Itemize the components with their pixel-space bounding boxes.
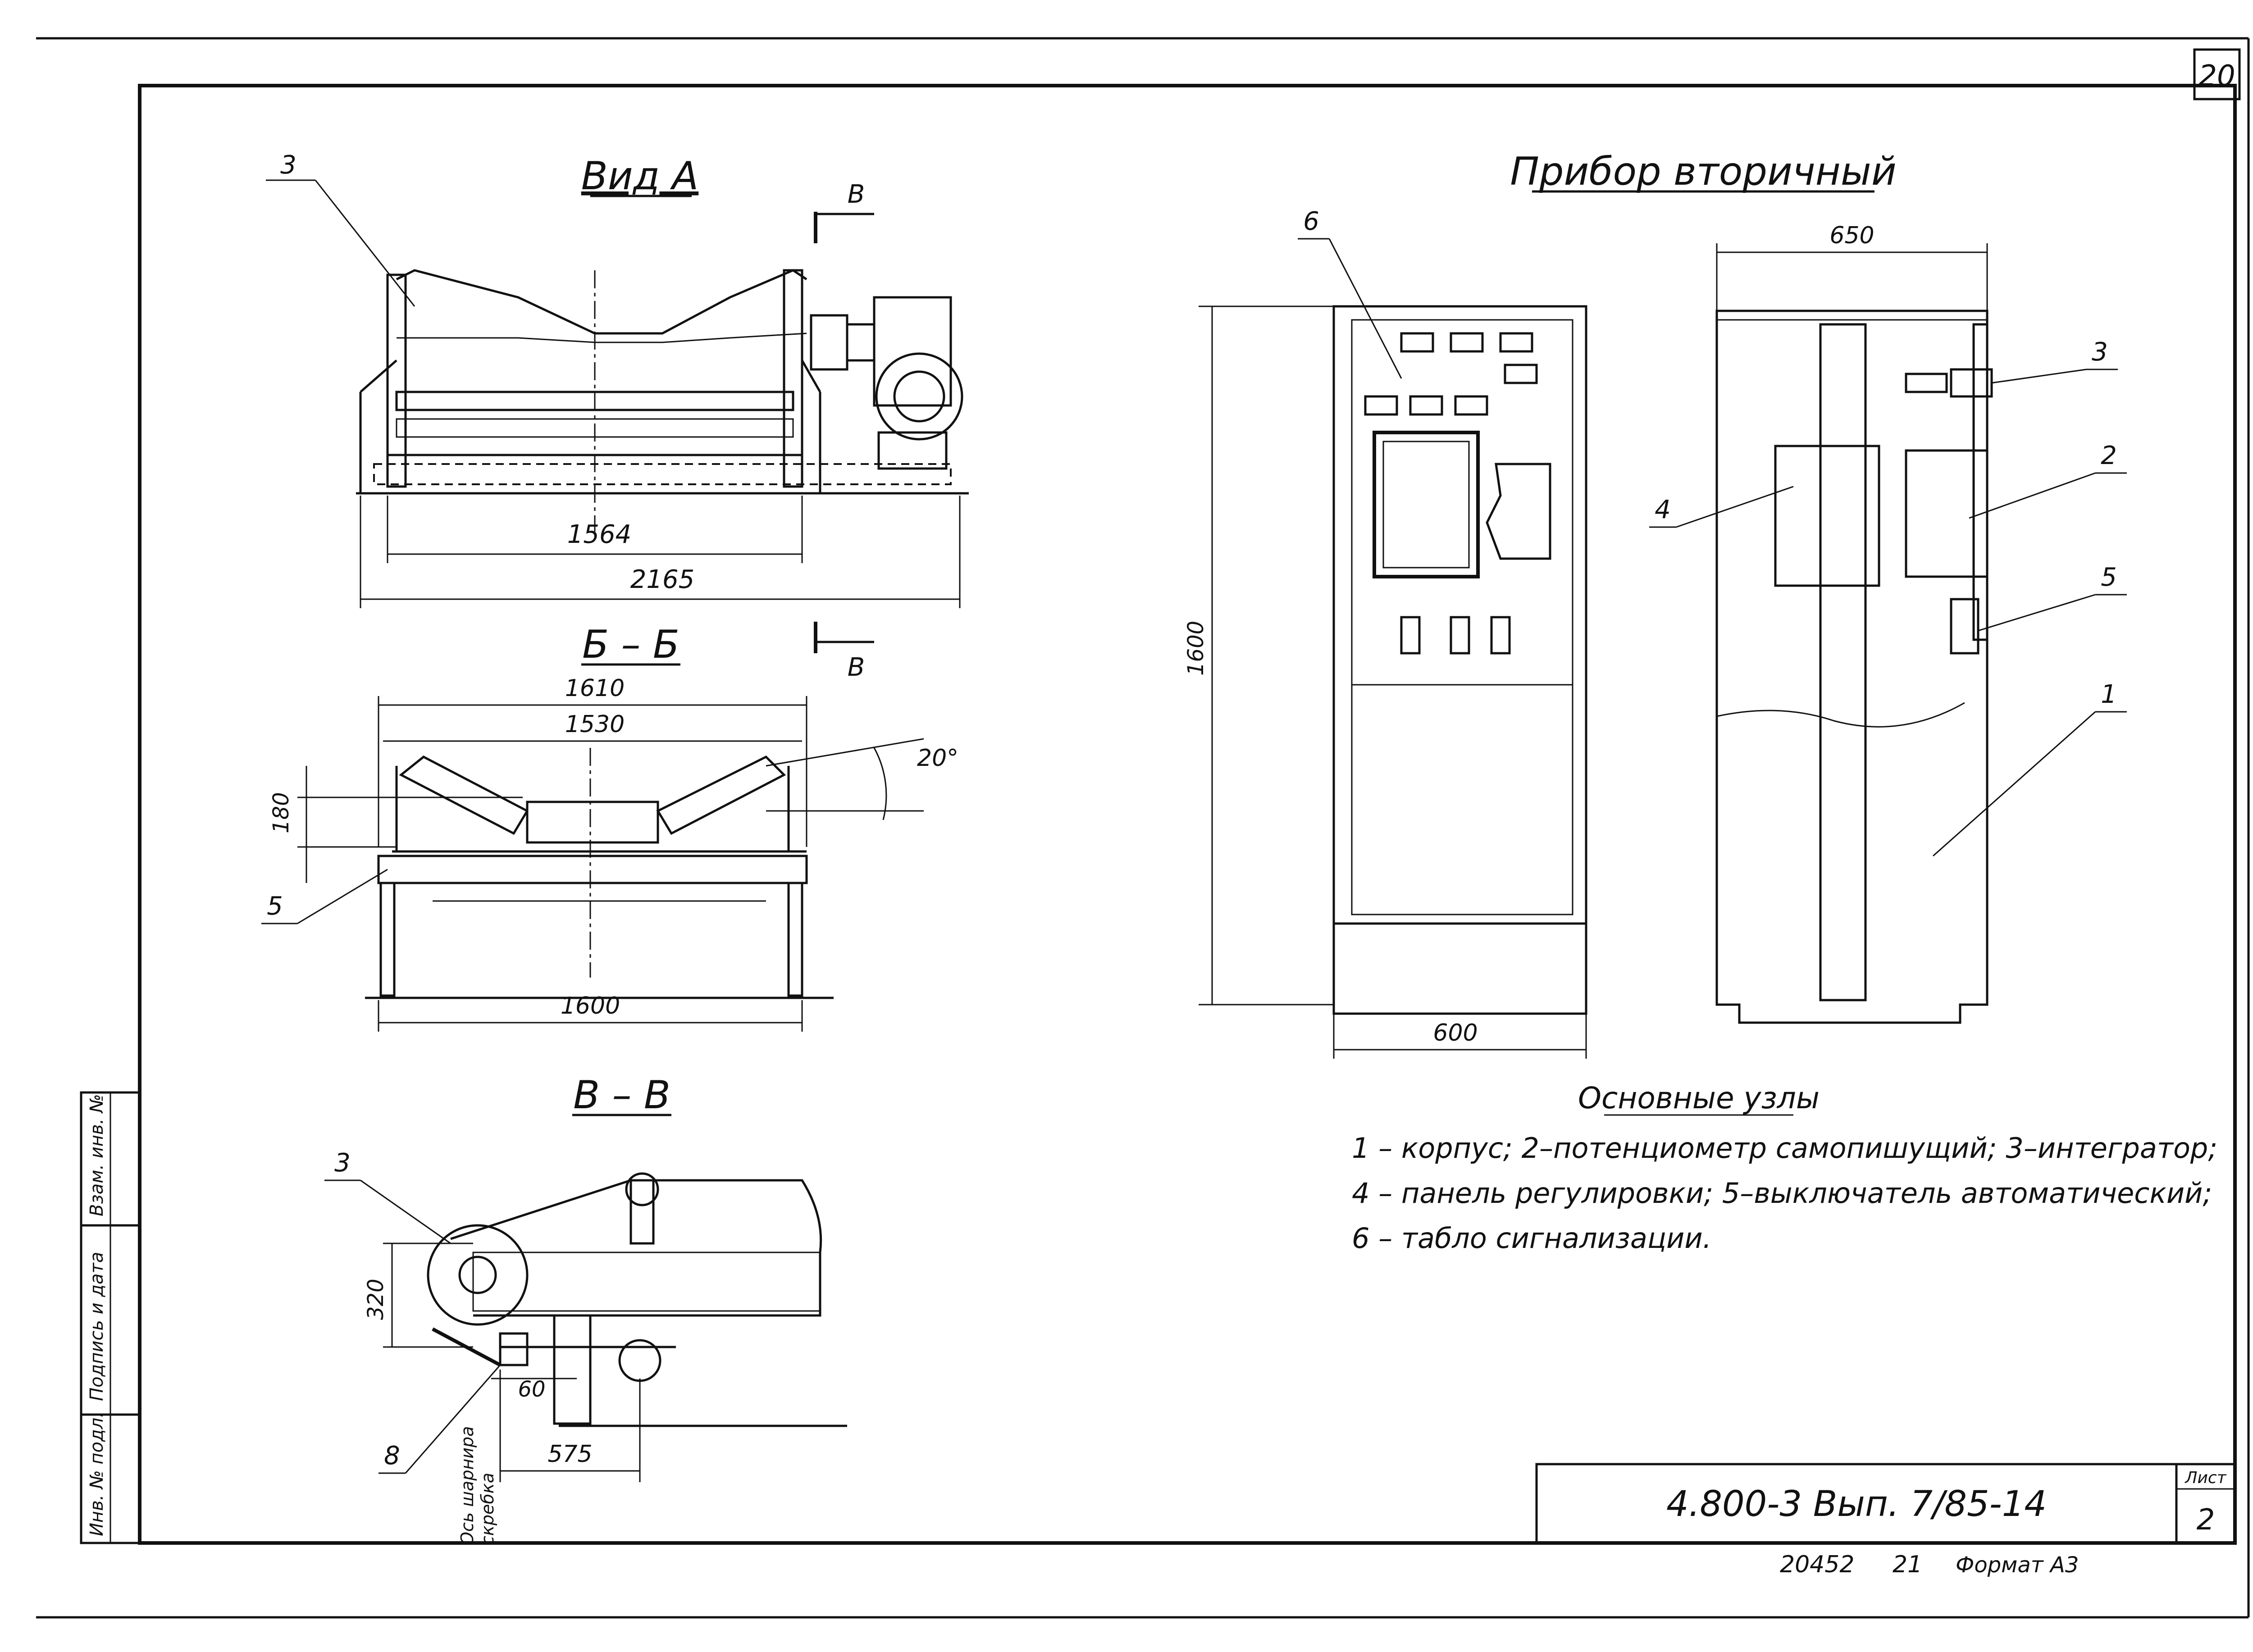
section-bb-dim-top: 1610 [565, 675, 625, 702]
legend-line-1: 1 – корпус; 2–потенциометр самопишущий; … [1352, 1132, 2217, 1165]
section-vv: В – В 320 60 575 3 8 [324, 1073, 847, 1545]
section-vv-dim-small: 60 [518, 1377, 545, 1402]
device-dim-height: 1600 [1183, 621, 1209, 676]
section-bb-title: Б – Б [582, 622, 680, 667]
section-bb-dim-height: 180 [269, 792, 294, 833]
view-a-section-mark-top: В [848, 180, 865, 209]
view-a-dim-outer: 2165 [630, 565, 695, 594]
device-dim-width-front: 600 [1433, 1019, 1478, 1047]
device-side-callout-1: 1 [2101, 680, 2117, 709]
device-front [1332, 305, 1587, 1015]
legend-title: Основные узлы [1578, 1081, 1820, 1115]
section-bb-callout: 5 [267, 892, 283, 921]
section-bb-dim-second: 1530 [565, 711, 625, 738]
side-label-replace: Взам. инв. № [87, 1094, 107, 1216]
section-vv-title: В – В [573, 1073, 670, 1118]
page-number: 20 [2198, 59, 2235, 93]
device-side-callout-5: 5 [2101, 563, 2117, 592]
section-bb: Б – Б 1610 1530 180 20° 5 [261, 622, 958, 1032]
list-label: Лист [2184, 1469, 2226, 1487]
view-a: Вид А 3 1564 [266, 150, 969, 682]
doc-code: 4.800-3 Вып. 7/85-14 [1666, 1484, 2047, 1525]
side-label-inv: Инв. № подл. [87, 1412, 107, 1536]
view-a-callout: 3 [280, 150, 296, 180]
device-side-callout-3: 3 [2092, 337, 2108, 367]
legend: Основные узлы 1 – корпус; 2–потенциометр… [1352, 1081, 2217, 1255]
device-dim-width-side: 650 [1829, 222, 1874, 249]
section-bb-angle: 20° [917, 745, 958, 772]
section-vv-axis-label-2: скребка [478, 1473, 497, 1545]
section-vv-callout-top: 3 [334, 1148, 351, 1178]
list-number: 2 [2197, 1503, 2215, 1537]
section-bb-dim-bottom: 1600 [561, 992, 620, 1019]
legend-line-3: 6 – табло сигнализации. [1352, 1222, 1711, 1255]
page-number-box [2193, 48, 2241, 100]
view-a-section-mark-bottom: В [848, 653, 865, 682]
device-side-callout-2: 2 [2101, 441, 2117, 470]
device-side [1715, 309, 1988, 1024]
view-a-dim-inner: 1564 [567, 520, 632, 549]
device-side-callout-4: 4 [1655, 495, 1671, 524]
section-vv-axis-label-1: Ось шарнира [457, 1426, 477, 1545]
device-title: Прибор вторичный [1510, 149, 1896, 194]
side-strip: Инв. № подл. Подпись и дата Взам. инв. № [80, 1091, 141, 1544]
footer-number-2: 21 [1893, 1551, 1922, 1578]
view-a-title: Вид А [581, 154, 699, 199]
title-block: 4.800-3 Вып. 7/85-14 Лист 2 20452 21 Фор… [1535, 1463, 2236, 1578]
section-vv-dim-span: 575 [547, 1441, 592, 1468]
sheet-frame: 20 [36, 37, 2250, 1619]
legend-line-2: 4 – панель регулировки; 5–выключатель ав… [1352, 1177, 2212, 1210]
device-view: Прибор вторичный 6 1600 600 [1183, 149, 2127, 1059]
footer-number: 20452 [1780, 1551, 1854, 1578]
format-label: Формат А3 [1956, 1552, 2079, 1578]
section-vv-callout-bottom: 8 [384, 1441, 400, 1470]
side-label-sign: Подпись и дата [87, 1252, 107, 1401]
section-vv-dim-height: 320 [363, 1279, 388, 1320]
device-front-callout: 6 [1303, 207, 1319, 236]
